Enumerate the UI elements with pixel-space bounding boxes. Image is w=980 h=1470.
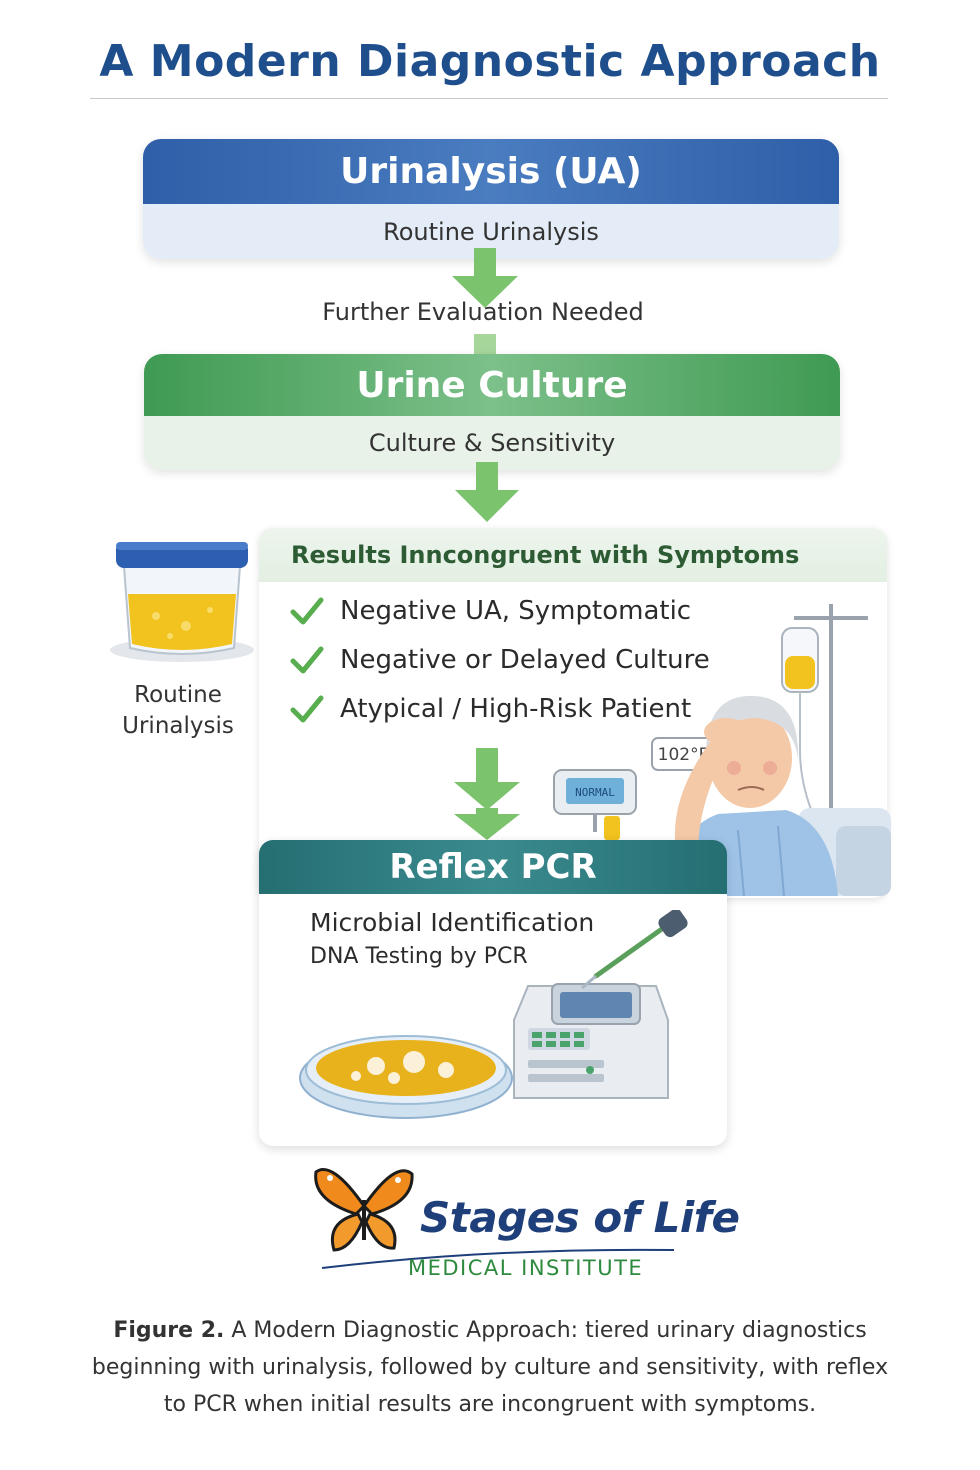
criteria-item: Negative or Delayed Culture bbox=[290, 645, 710, 675]
urine-culture-heading: Urine Culture bbox=[144, 354, 840, 416]
checkmark-icon bbox=[290, 646, 324, 674]
butterfly-icon bbox=[314, 1168, 414, 1252]
criteria-item: Negative UA, Symptomatic bbox=[290, 596, 691, 626]
brand-swoosh bbox=[321, 1248, 675, 1269]
criteria-item: Atypical / High-Risk Patient bbox=[290, 694, 691, 724]
urine-cup-icon bbox=[110, 542, 254, 662]
arrow-down-icon bbox=[452, 248, 518, 358]
further-evaluation-label: Further Evaluation Needed bbox=[322, 298, 644, 326]
criteria-text: Negative UA, Symptomatic bbox=[340, 596, 692, 626]
figure-label: Figure 2. bbox=[113, 1318, 225, 1343]
brand-tagline: MEDICAL INSTITUTE bbox=[408, 1256, 644, 1280]
checkmark-icon bbox=[290, 597, 324, 625]
urine-culture-box: Urine Culture Culture & Sensitivity bbox=[144, 354, 840, 470]
title-divider bbox=[90, 98, 888, 99]
cup-label-line1: Routine bbox=[134, 682, 222, 708]
urinalysis-box: Urinalysis (UA) Routine Urinalysis bbox=[143, 139, 839, 259]
page-title: A Modern Diagnostic Approach bbox=[99, 36, 881, 87]
urine-culture-subheading: Culture & Sensitivity bbox=[144, 416, 840, 470]
caption-text: A Modern Diagnostic Approach: tiered uri… bbox=[91, 1318, 889, 1417]
incongruent-results-header: Results Inncongruent with Symptoms bbox=[259, 528, 887, 582]
criteria-text: Atypical / High-Risk Patient bbox=[340, 694, 692, 724]
cup-label-line2: Urinalysis bbox=[122, 713, 234, 739]
pcr-description-line1: Microbial Identification bbox=[310, 908, 595, 937]
lab-equipment-illustration bbox=[299, 910, 688, 1119]
monitor-display: NORMAL bbox=[575, 786, 615, 799]
cup-label: Routine Urinalysis bbox=[100, 680, 256, 742]
urinalysis-heading: Urinalysis (UA) bbox=[143, 139, 839, 204]
arrow-down-icon bbox=[454, 748, 520, 840]
thermometer-reading: 102°F bbox=[658, 745, 709, 765]
arrow-down-icon bbox=[455, 462, 519, 522]
reflex-pcr-heading: Reflex PCR bbox=[259, 840, 727, 894]
incongruent-results-heading: Results Inncongruent with Symptoms bbox=[291, 541, 800, 569]
pcr-description-line2: DNA Testing by PCR bbox=[310, 944, 528, 969]
patient-illustration: 102°F NORMAL bbox=[553, 604, 891, 896]
criteria-text: Negative or Delayed Culture bbox=[340, 645, 710, 675]
checkmark-icon bbox=[290, 695, 324, 723]
figure-caption: Figure 2. A Modern Diagnostic Approach: … bbox=[90, 1312, 890, 1423]
brand-name: Stages of Life bbox=[420, 1193, 740, 1242]
